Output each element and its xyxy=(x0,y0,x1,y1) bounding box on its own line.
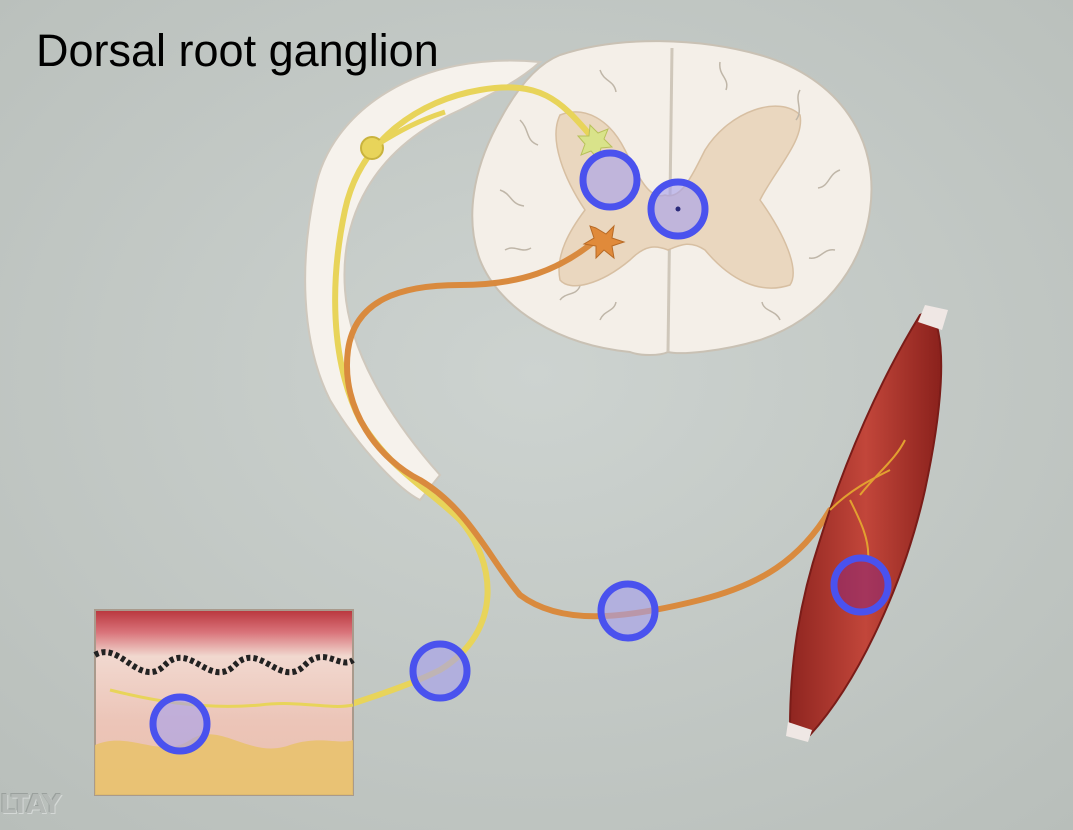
hotspot-sensory-nerve-fiber[interactable] xyxy=(409,640,471,702)
hotspot-interneuron[interactable] xyxy=(579,149,641,211)
hotspot-central-canal[interactable] xyxy=(647,178,709,240)
page-title: Dorsal root ganglion xyxy=(36,25,439,76)
muscle xyxy=(786,305,948,742)
skin-model xyxy=(93,609,355,796)
nerve-carrier xyxy=(304,59,543,502)
hotspot-skin-receptor[interactable] xyxy=(149,693,211,755)
hotspot-muscle-effector[interactable] xyxy=(830,554,892,616)
motor-neuron xyxy=(344,224,833,620)
watermark-logo: LTAY xyxy=(0,790,61,820)
hotspot-motor-nerve-fiber[interactable] xyxy=(597,580,659,642)
